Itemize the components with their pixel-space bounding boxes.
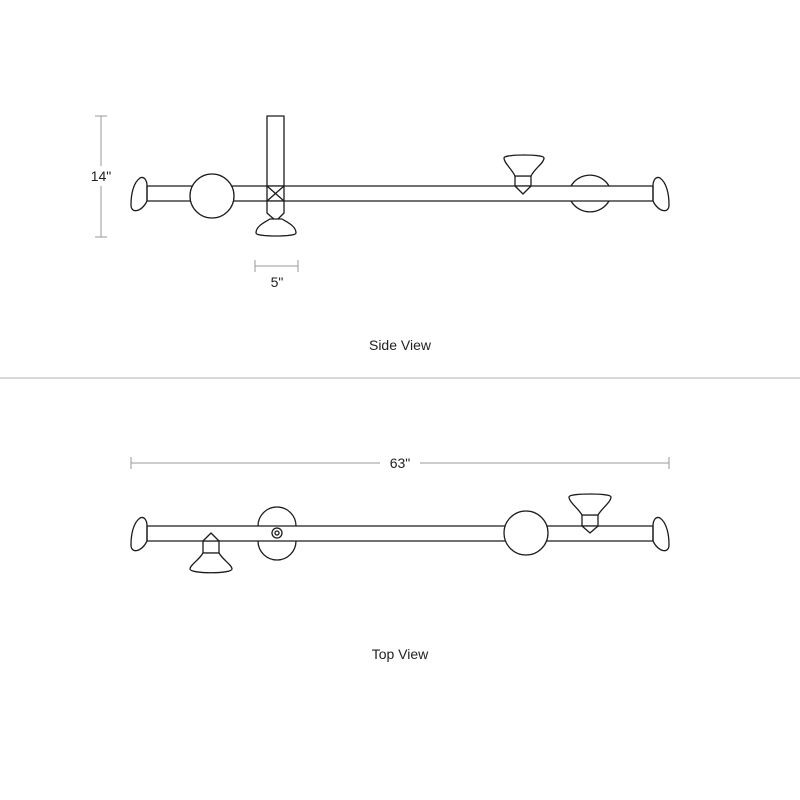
side-up-shade <box>503 154 545 195</box>
side-left-globe <box>189 173 235 219</box>
top-up-shade <box>568 493 612 534</box>
top-globe <box>503 510 549 556</box>
side-right-end-shade <box>652 176 670 212</box>
width-dimension: 5" <box>254 260 299 290</box>
length-dimension: 63" <box>130 455 670 471</box>
side-view-caption: Side View <box>369 337 432 353</box>
length-label: 63" <box>390 455 411 471</box>
top-canopy <box>257 506 297 561</box>
side-vertical-stem <box>266 115 285 202</box>
height-label: 14" <box>91 168 112 184</box>
top-main-bar <box>147 525 660 542</box>
top-right-end-shade <box>652 516 670 552</box>
side-down-shade <box>255 200 297 237</box>
height-dimension: 14" <box>86 115 116 238</box>
top-left-end-shade <box>130 516 148 552</box>
top-view-caption: Top View <box>372 646 429 662</box>
width-label: 5" <box>271 274 284 290</box>
side-left-end-shade <box>130 176 148 212</box>
canopy-mount-icon <box>271 527 283 539</box>
side-right-globe <box>570 174 610 213</box>
top-view: 63" <box>130 455 670 662</box>
side-view: 14" <box>86 115 670 353</box>
top-down-shade <box>189 532 233 574</box>
